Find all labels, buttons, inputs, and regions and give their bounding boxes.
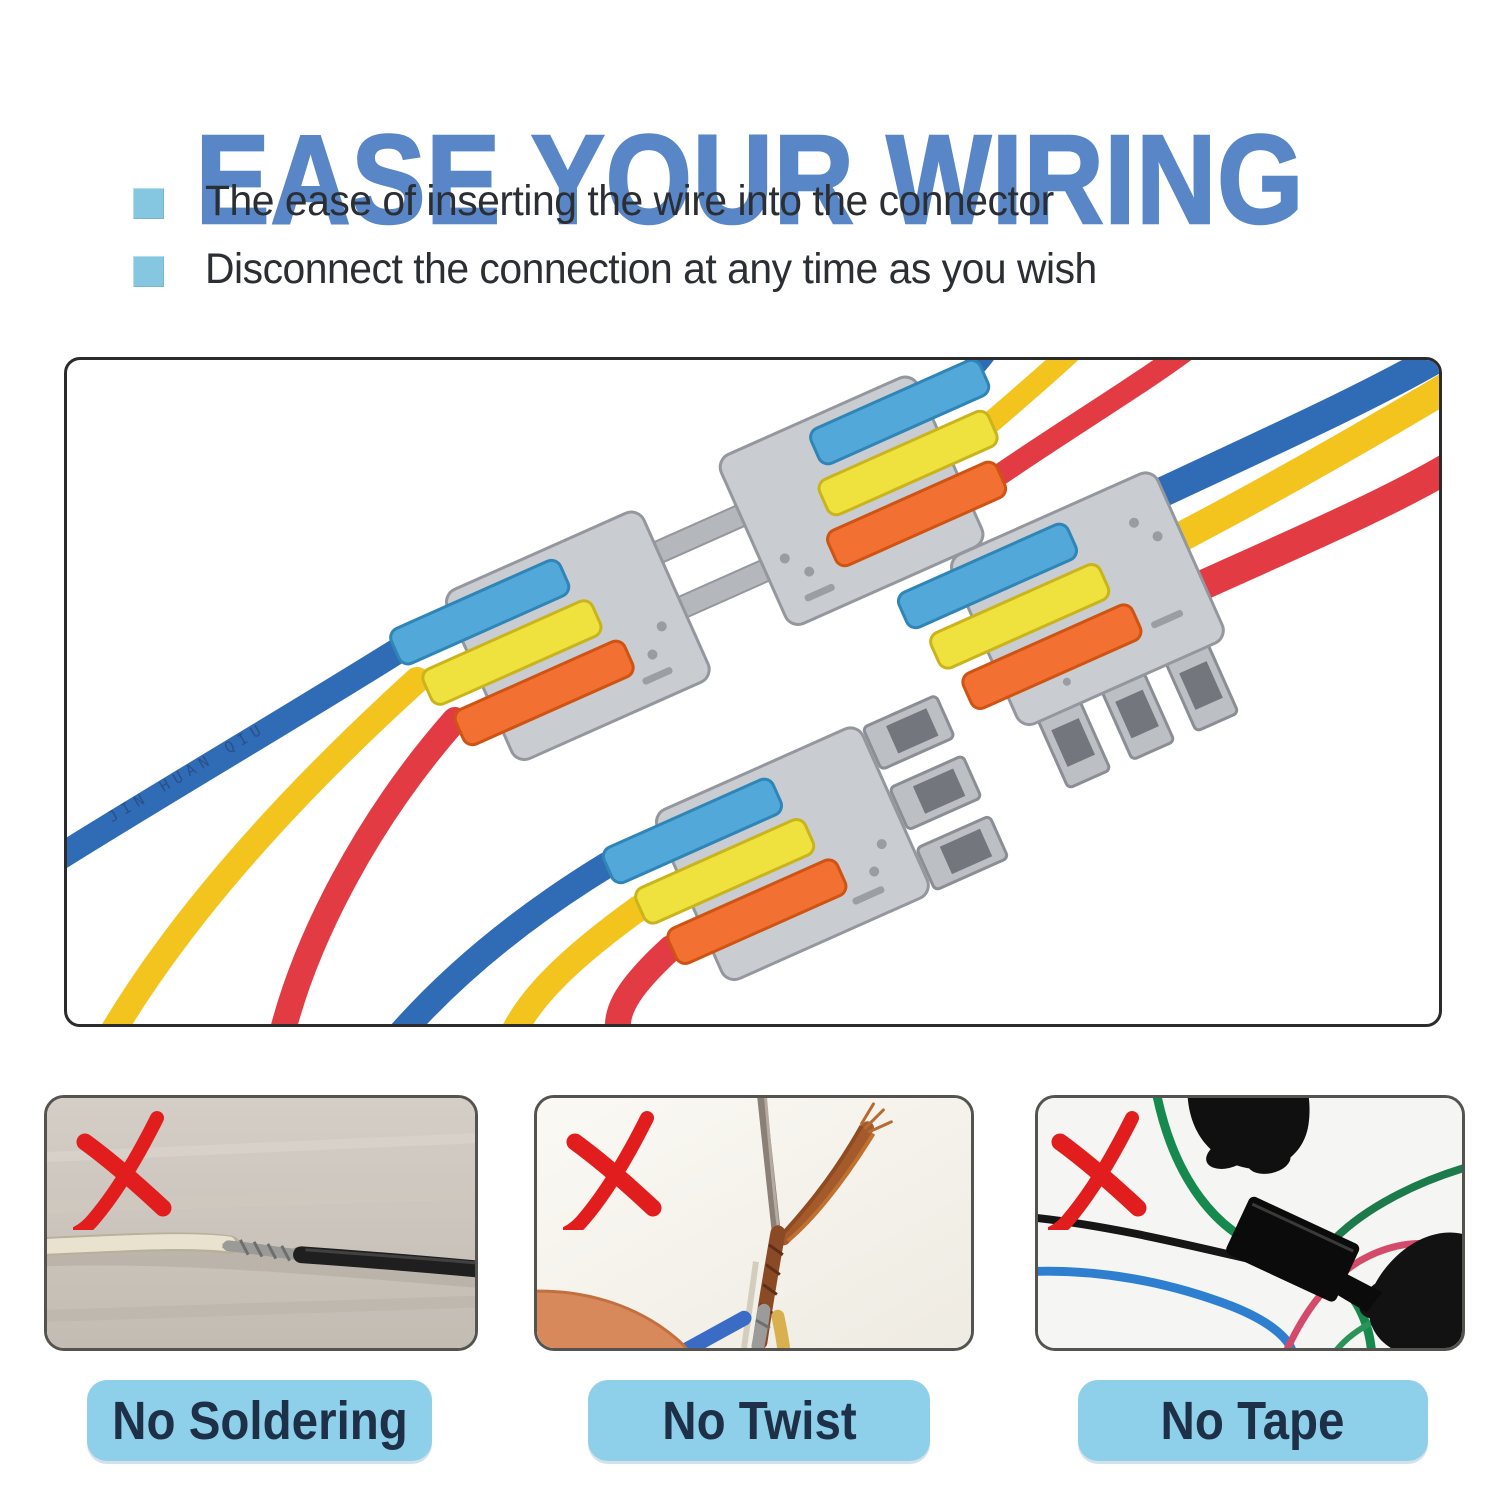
body-slot: [852, 886, 885, 905]
wire-yellow-left: [102, 667, 430, 1024]
body-slot: [642, 667, 673, 685]
wire-red-bottom: [604, 935, 684, 1024]
wires-left-bundle: JIN HUAN QIU: [67, 637, 468, 1024]
body-hole: [779, 553, 790, 564]
bullet-text-1: The ease of inserting the wire into the …: [205, 177, 1054, 225]
bullet-row-1: The ease of inserting the wire into the …: [133, 178, 1098, 224]
prong-hole: [912, 768, 966, 814]
body-hole: [656, 621, 667, 632]
connector-rail: [652, 505, 747, 563]
twisted-wire-photo: [537, 1098, 971, 1348]
wire-blue-bottom: [391, 852, 620, 1024]
body-hole: [1062, 677, 1071, 686]
photo-no-twist: [534, 1095, 974, 1351]
male-prongs: [862, 695, 1009, 891]
body-hole: [869, 866, 880, 877]
wire-blue-end: [679, 1310, 752, 1348]
red-x-icon: [563, 1111, 662, 1230]
connector-right: [896, 471, 1239, 789]
lever-yellow: [929, 563, 1111, 670]
lever-orange: [666, 858, 848, 965]
connector-mated-pair: [389, 360, 1008, 762]
lever-yellow: [634, 818, 816, 925]
wires-bottom-bundle: [391, 852, 684, 1024]
lever-orange: [453, 639, 635, 747]
tape-tail: [1326, 1268, 1383, 1313]
prong-hole: [886, 708, 939, 754]
product-photo: JIN HUAN QIU: [64, 357, 1442, 1027]
stranded-wire-gray: [757, 1098, 781, 1234]
badge-no-tape: No Tape: [1078, 1380, 1428, 1461]
wire-blue-left: [67, 637, 412, 868]
wire-red-left: [271, 707, 468, 1024]
stranded-wire-copper: [777, 1102, 893, 1246]
badge-label: No Twist: [661, 1390, 857, 1451]
lever-orange: [961, 603, 1143, 710]
lever-blue: [896, 522, 1079, 630]
wire-yellow-bottom: [503, 895, 652, 1024]
body-hole: [1152, 531, 1163, 542]
lever-yellow: [817, 409, 999, 517]
lever-yellow: [421, 599, 603, 706]
lever-blue: [389, 558, 571, 666]
wire-insulation-black: [293, 1246, 475, 1278]
lever-blue: [809, 360, 991, 466]
lever-blue: [601, 777, 784, 885]
body-hole: [1129, 517, 1140, 528]
wire-insulation-beige: [47, 1234, 236, 1254]
taped-wire-photo: [1038, 1098, 1462, 1348]
connector-scene: JIN HUAN QIU: [67, 360, 1439, 1024]
body-slot: [1151, 609, 1184, 629]
red-x-icon: [73, 1111, 172, 1230]
prong-hole: [1179, 661, 1223, 710]
badge-no-soldering: No Soldering: [87, 1380, 432, 1461]
connector-bottom: [601, 695, 1009, 982]
badge-no-twist: No Twist: [588, 1380, 930, 1461]
prong-hole: [939, 828, 993, 875]
bullet-row-2: Disconnect the connection at any time as…: [133, 246, 1144, 292]
bullet-square-icon: [133, 188, 164, 219]
page-title: EASE YOUR WIRING: [195, 109, 1305, 251]
photo-no-tape: [1035, 1095, 1465, 1351]
wire-red-top: [981, 360, 1192, 491]
badge-label: No Soldering: [111, 1390, 408, 1451]
bullet-square-icon: [133, 256, 164, 287]
connector-rail: [676, 559, 771, 618]
red-x-icon: [1048, 1111, 1147, 1230]
black-tape: [1226, 1196, 1360, 1302]
wire-green-right: [1330, 1164, 1462, 1243]
body-hole: [876, 839, 887, 850]
wire-yellow-top: [971, 360, 1079, 441]
lever-orange: [826, 460, 1008, 568]
wire-print-text: JIN HUAN QIU: [105, 719, 269, 827]
male-prongs: [1037, 643, 1239, 789]
body-slot: [804, 583, 835, 602]
body-hole: [647, 649, 658, 660]
soldered-wire-photo: [47, 1098, 475, 1348]
bullet-text-2: Disconnect the connection at any time as…: [205, 245, 1097, 293]
prong-hole: [1115, 689, 1159, 739]
wire-yellow-end: [771, 1309, 791, 1348]
finger: [537, 1289, 688, 1348]
badge-label: No Tape: [1161, 1390, 1345, 1451]
prong-hole: [1051, 718, 1095, 767]
twist-silver-wrap: [751, 1303, 771, 1348]
photo-no-soldering: [44, 1095, 478, 1351]
wire-blue: [1038, 1266, 1296, 1348]
body-hole: [804, 566, 815, 577]
